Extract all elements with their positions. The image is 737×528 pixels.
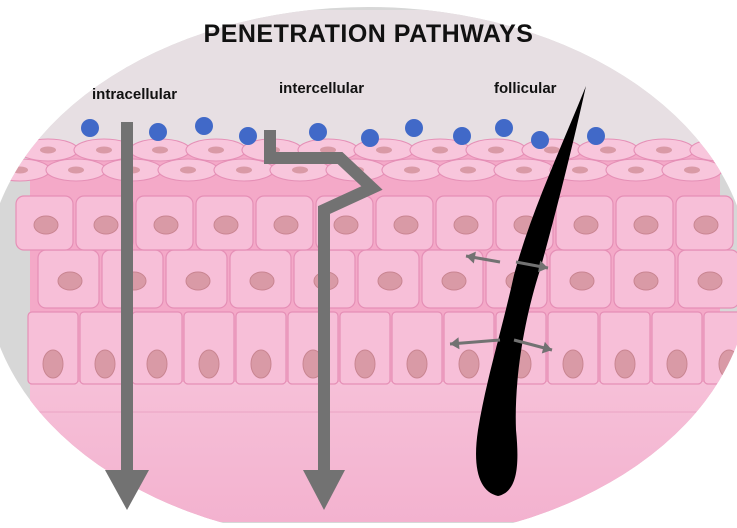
cell-nucleus xyxy=(355,350,375,378)
cell-nucleus xyxy=(460,167,476,174)
cell-nucleus xyxy=(208,147,224,154)
cell-nucleus xyxy=(615,350,635,378)
cell-nucleus xyxy=(574,216,598,234)
diagram-title: PENETRATION PATHWAYS xyxy=(0,20,737,49)
cell-nucleus xyxy=(488,147,504,154)
cell-nucleus xyxy=(516,167,532,174)
label-intercellular: intercellular xyxy=(279,80,364,97)
cell-nucleus xyxy=(180,167,196,174)
cell-layers xyxy=(0,139,737,384)
basal-cell xyxy=(704,312,737,384)
particle-dot xyxy=(495,119,513,137)
cell-nucleus xyxy=(712,147,728,154)
cell-nucleus xyxy=(684,167,700,174)
cell-nucleus xyxy=(628,167,644,174)
particle-dot xyxy=(195,117,213,135)
cell-nucleus xyxy=(570,272,594,290)
cell-nucleus xyxy=(694,216,718,234)
particle-dot xyxy=(239,127,257,145)
cell-nucleus xyxy=(40,147,56,154)
particle-dot xyxy=(309,123,327,141)
cell-nucleus xyxy=(43,350,63,378)
particle-dot xyxy=(531,131,549,149)
cell-nucleus xyxy=(454,216,478,234)
cell-nucleus xyxy=(656,147,672,154)
cell-nucleus xyxy=(292,167,308,174)
intracellular-arrow-shaft xyxy=(121,122,133,470)
cell-nucleus xyxy=(147,350,167,378)
cell-nucleus xyxy=(459,350,479,378)
cell-nucleus xyxy=(719,350,737,378)
cell-nucleus xyxy=(572,167,588,174)
cell-nucleus xyxy=(407,350,427,378)
particle-dot xyxy=(149,123,167,141)
cell-nucleus xyxy=(634,272,658,290)
label-intracellular: intracellular xyxy=(92,86,177,103)
cell-nucleus xyxy=(186,272,210,290)
cell-nucleus xyxy=(334,216,358,234)
cell-nucleus xyxy=(154,216,178,234)
cell-nucleus xyxy=(95,350,115,378)
cell-nucleus xyxy=(250,272,274,290)
cell-nucleus xyxy=(199,350,219,378)
cell-nucleus xyxy=(251,350,271,378)
cell-nucleus xyxy=(563,350,583,378)
cell-nucleus xyxy=(394,216,418,234)
cell-nucleus xyxy=(544,147,560,154)
cell-nucleus xyxy=(442,272,466,290)
cell-nucleus xyxy=(152,147,168,154)
label-follicular: follicular xyxy=(494,80,557,97)
cell-nucleus xyxy=(94,216,118,234)
particle-dot xyxy=(453,127,471,145)
cell-nucleus xyxy=(236,167,252,174)
cell-nucleus xyxy=(432,147,448,154)
cell-nucleus xyxy=(634,216,658,234)
cell-nucleus xyxy=(214,216,238,234)
cell-nucleus xyxy=(274,216,298,234)
cell-nucleus xyxy=(404,167,420,174)
cell-nucleus xyxy=(667,350,687,378)
cell-nucleus xyxy=(376,147,392,154)
cell-nucleus xyxy=(698,272,722,290)
dermis-layer xyxy=(30,382,720,522)
cell-nucleus xyxy=(34,216,58,234)
cell-nucleus xyxy=(12,167,28,174)
cell-nucleus xyxy=(68,167,84,174)
cell-nucleus xyxy=(96,147,112,154)
particle-dot xyxy=(361,129,379,147)
cell-nucleus xyxy=(378,272,402,290)
particle-dot xyxy=(405,119,423,137)
particle-dot xyxy=(81,119,99,137)
cell-nucleus xyxy=(600,147,616,154)
particle-dot xyxy=(587,127,605,145)
cell-nucleus xyxy=(58,272,82,290)
